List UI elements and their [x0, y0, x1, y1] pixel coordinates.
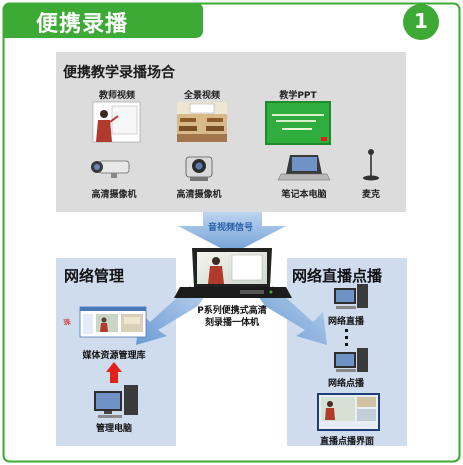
teacher-video-thumbnail: [92, 101, 141, 143]
vod-label: 网络点播: [327, 379, 364, 389]
live-vod-interface-screenshot: [317, 393, 380, 431]
live-vod-interface-label: 直播点播界面: [319, 437, 374, 447]
microphone-icon: [363, 149, 379, 181]
device-label-laptop: 笔记本电脑: [281, 190, 327, 200]
arrow-to-left-panel: [136, 286, 205, 345]
ellipsis-dots: [345, 329, 348, 346]
step-number-circle: [403, 4, 439, 40]
source-label-panorama: 全景视频: [183, 91, 220, 101]
device-label-camera-1: 高清摄像机: [91, 190, 137, 200]
live-label: 网络直播: [327, 317, 364, 327]
device-label-camera-2: 高清摄像机: [176, 190, 222, 200]
management-pc-icon: [94, 385, 138, 418]
center-device-label-line2: 刻录播一体机: [204, 318, 259, 328]
top-section-title: 便携教学录播场合: [63, 65, 175, 81]
laptop-icon: [277, 155, 331, 181]
vod-pc-icon: [334, 348, 368, 372]
hd-camera-icon-1: [91, 160, 130, 178]
device-label-microphone: 麦克: [361, 190, 380, 200]
right-panel-title: 网络直播点播: [292, 267, 383, 285]
watermark-logo: 珠: [63, 317, 72, 327]
source-label-teacher: 教师视频: [98, 91, 135, 101]
header-title: 便携录播: [36, 12, 129, 37]
center-device-label-line1: P系列便携式高清: [197, 306, 267, 316]
portable-recorder-device: [174, 248, 292, 298]
source-label-ppt: 教学PPT: [279, 91, 317, 101]
hd-camera-icon-2: [185, 156, 213, 181]
ppt-thumbnail: [265, 101, 331, 145]
management-pc-label: 管理电脑: [95, 424, 132, 434]
red-up-arrow: [106, 362, 122, 383]
arrow-to-right-panel: [258, 286, 327, 345]
media-library-label: 媒体资源管理库: [82, 351, 146, 361]
signal-arrow: [178, 212, 286, 254]
media-library-screenshot: [79, 306, 147, 338]
panorama-video-thumbnail: [177, 102, 227, 142]
header-tab: [3, 3, 203, 38]
step-number: 1: [414, 9, 428, 33]
left-panel-title: 网络管理: [64, 267, 125, 285]
left-panel: [56, 258, 176, 446]
signal-label: 音视频信号: [208, 223, 254, 233]
live-pc-icon: [334, 284, 368, 309]
